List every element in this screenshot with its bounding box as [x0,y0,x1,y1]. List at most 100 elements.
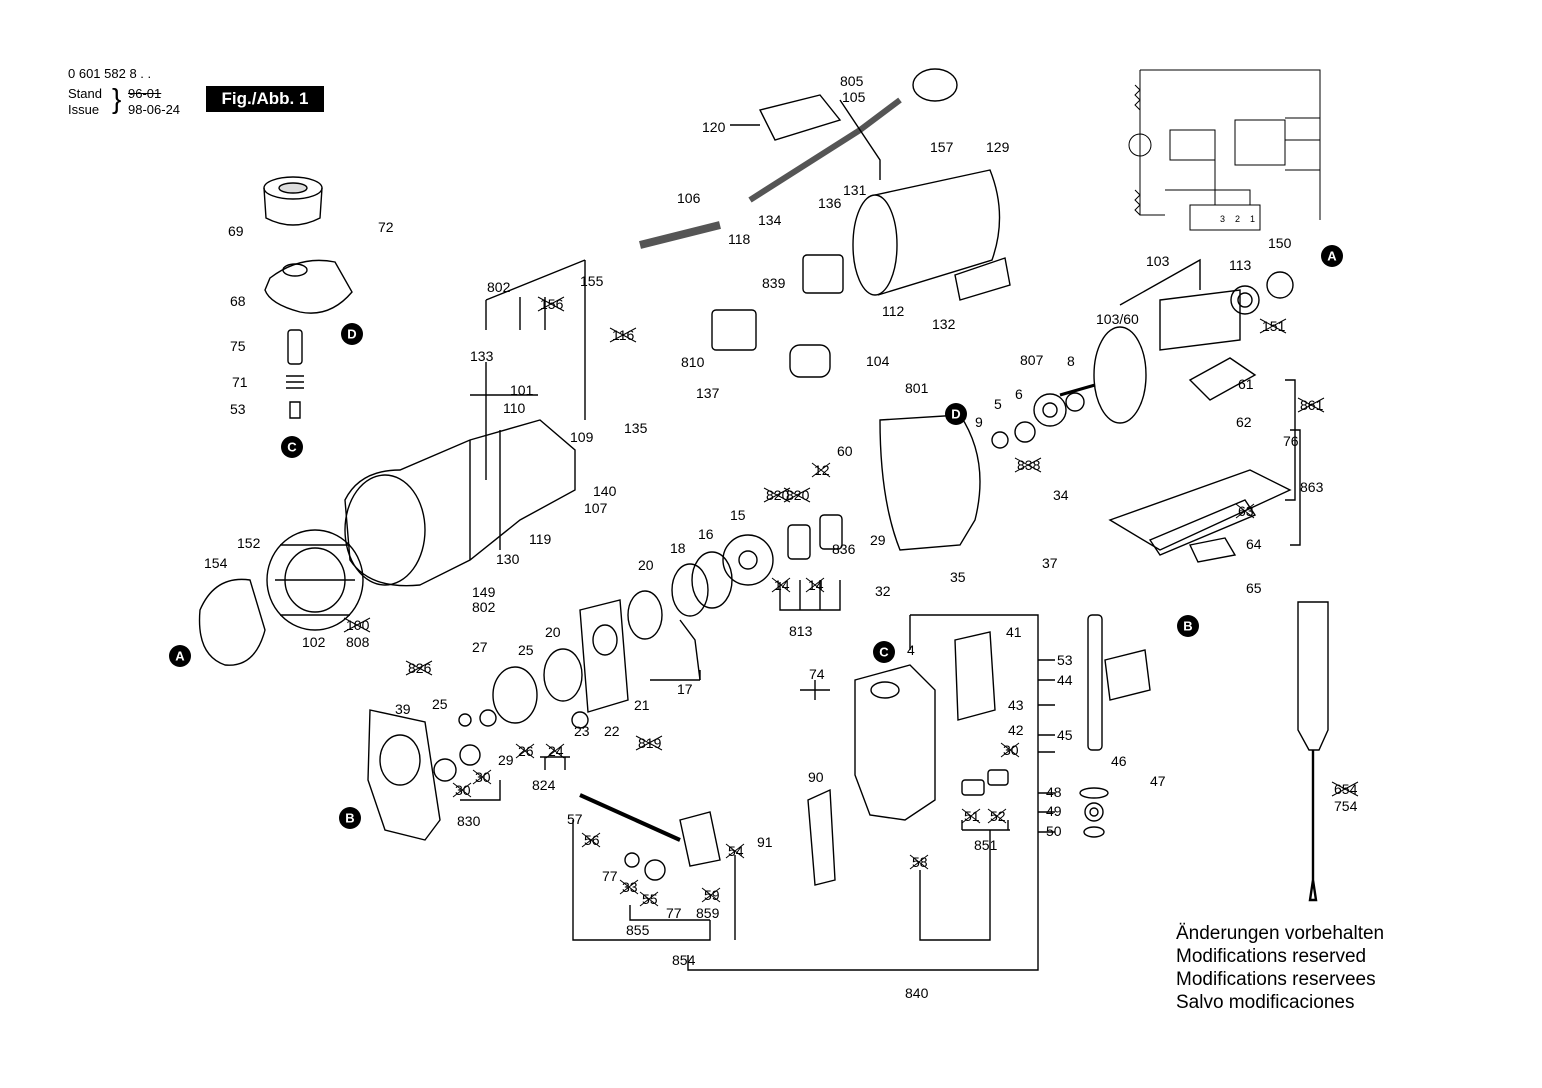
callout-112: 112 [882,303,905,319]
marker-a-label: A [175,649,185,664]
strike-mark [639,891,659,907]
strike-mark [515,743,535,759]
marker-c-circle [873,641,895,663]
callout-75: 75 [230,338,246,354]
callout-808: 808 [346,634,370,650]
schematic-terminal-3: 3 [1220,214,1225,224]
callout-60: 60 [837,443,853,459]
part-number: 0 601 582 8 . . [68,66,152,81]
callout-113: 113 [1229,257,1252,273]
marker-c-circle [281,436,303,458]
callout-65: 65 [1246,580,1262,596]
callout-23: 23 [574,723,590,739]
callout-48: 48 [1046,784,1062,800]
callout-61: 61 [1238,376,1254,392]
strike-mark [405,660,433,676]
callout-754: 754 [1334,798,1358,814]
callout-807: 807 [1020,352,1044,368]
callout-149: 149 [472,584,496,600]
callout-15: 15 [730,507,746,523]
strike-mark [987,808,1007,824]
callout-53: 53 [230,401,246,417]
callout-109: 109 [570,429,594,445]
callout-53: 53 [1057,652,1073,668]
strike-mark [805,577,825,593]
callout-132: 132 [932,316,956,332]
callout-150: 150 [1268,235,1292,251]
callout-76: 76 [1283,433,1299,449]
callout-107: 107 [584,500,608,516]
callout-106: 106 [677,190,701,206]
callout-57: 57 [567,811,583,827]
strike-mark [771,577,791,593]
callout-104: 104 [866,353,890,369]
strike-mark [1014,457,1042,473]
callout-47: 47 [1150,773,1166,789]
callout-69: 69 [228,223,244,239]
callout-32: 32 [875,583,891,599]
marker-a-circle [1321,245,1343,267]
callout-39: 39 [395,701,411,717]
figure-label: Fig./Abb. 1 [206,86,324,112]
callout-91: 91 [757,834,773,850]
strike-mark [701,887,721,903]
schematic-terminal-1: 1 [1250,214,1255,224]
strike-mark [452,782,472,798]
callout-49: 49 [1046,803,1062,819]
strike-mark [545,743,565,759]
strike-mark [609,327,637,343]
callout-17: 17 [677,681,693,697]
callout-44: 44 [1057,672,1073,688]
notes-block: Änderungen vorbehalten Modifications res… [1176,922,1384,1014]
callout-90: 90 [808,769,824,785]
callout-152: 152 [237,535,261,551]
issue-label: Issue [68,102,100,117]
callout-851: 851 [974,837,998,853]
strike-mark [1297,397,1325,413]
callout-131: 131 [843,182,867,198]
marker-d-label: D [347,327,356,342]
marker-a-circle [169,645,191,667]
callout-29: 29 [498,752,514,768]
callout-133: 133 [470,348,494,364]
callout-840: 840 [905,985,929,1001]
callout-130: 130 [496,551,520,567]
part-callouts: 6972687571531521541021008081498021301071… [204,73,1359,1001]
callout-110: 110 [503,400,526,416]
callout-4: 4 [907,642,915,658]
callout-77: 77 [602,868,618,884]
marker-d-circle [945,403,967,425]
stand-label: Stand [68,86,102,101]
callout-157: 157 [930,139,954,155]
marker-b-label: B [1183,619,1192,634]
callout-802: 802 [487,279,511,295]
callout-62: 62 [1236,414,1252,430]
callout-129: 129 [986,139,1010,155]
callout-5: 5 [994,396,1002,412]
marker-b-circle [339,807,361,829]
marker-d-label: D [951,407,960,422]
callout-105: 105 [842,89,866,105]
issue-date: 98-06-24 [128,102,181,117]
callout-836: 836 [832,541,856,557]
callout-118: 118 [728,231,751,247]
stand-date: 96-01 [128,86,162,101]
callout-103: 103 [1146,253,1170,269]
callout-35: 35 [950,569,966,585]
marker-b-circle [1177,615,1199,637]
callout-140: 140 [593,483,617,499]
strike-mark [763,487,791,503]
callout-155: 155 [580,273,604,289]
note-es: Salvo modificaciones [1176,992,1355,1013]
strike-mark [725,843,745,859]
callout-8: 8 [1067,353,1075,369]
callout-74: 74 [809,666,825,682]
callout-863: 863 [1300,479,1324,495]
callout-34: 34 [1053,487,1069,503]
callout-805: 805 [840,73,864,89]
note-de: Änderungen vorbehalten [1176,923,1385,944]
strike-mark [1235,503,1255,519]
